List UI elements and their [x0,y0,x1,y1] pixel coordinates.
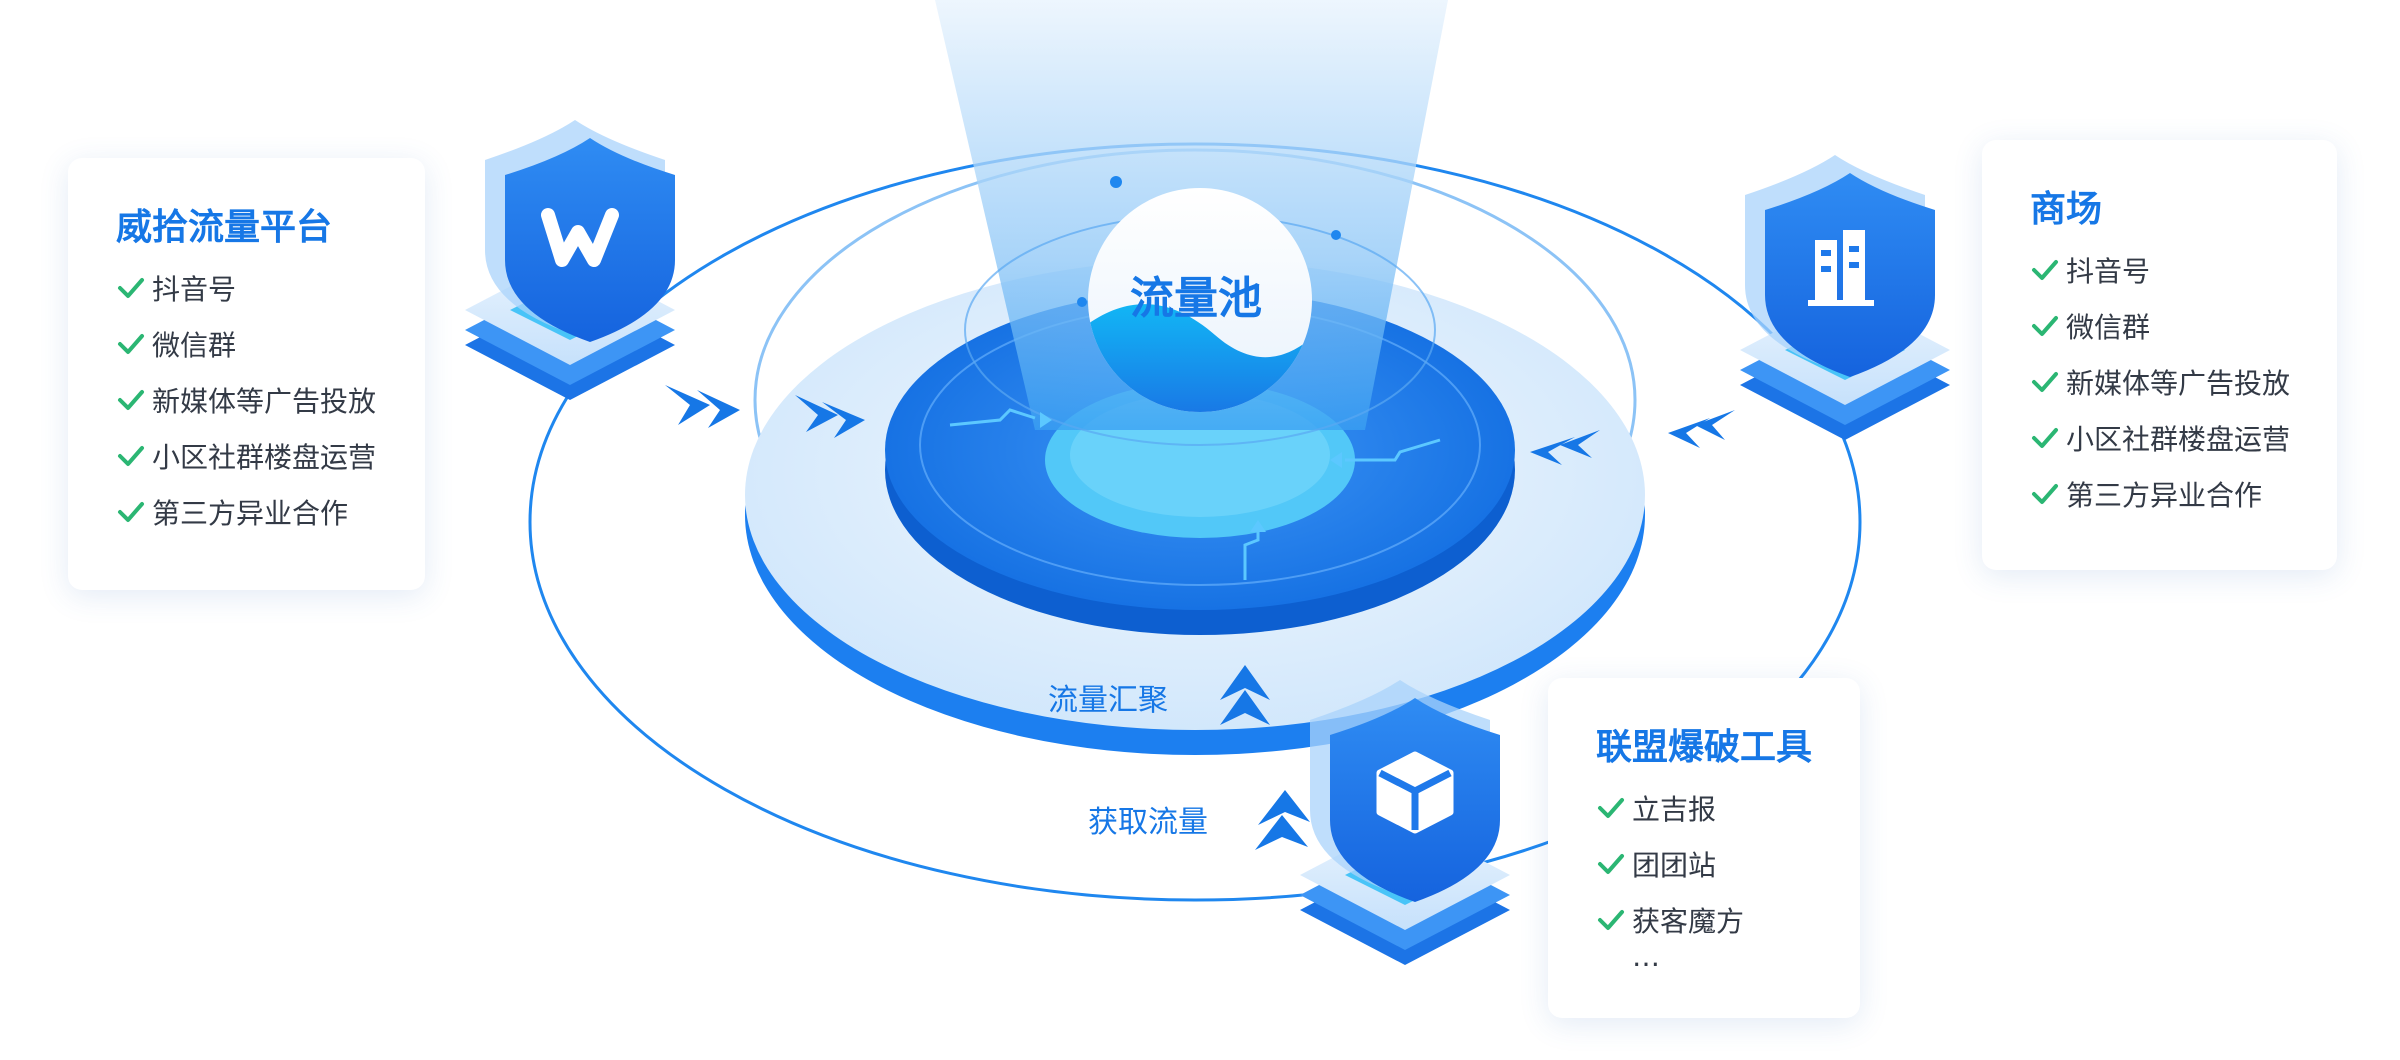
inflow-arrows [949,408,1441,580]
list-item: 团团站 [1596,836,1744,892]
pool-title: 流量池 [1130,273,1262,324]
card-weishi-title: 威拾流量平台 [116,207,333,248]
list-item: 抖音号 [116,260,376,316]
sparkle-dot [1331,230,1341,240]
card-alliance-list: 立吉报 团团站 获客魔方 [1596,780,1744,948]
w-logo-icon [541,208,619,267]
check-icon [2032,372,2058,392]
building-icon [1808,230,1874,306]
list-item: 新媒体等广告投放 [2030,354,2290,410]
list-item: 微信群 [116,316,376,372]
alliance-node [1300,680,1510,965]
check-icon [1598,798,1624,818]
list-item: 第三方异业合作 [2030,466,2290,522]
cube-icon [1376,751,1454,834]
sparkle-dot [1077,297,1087,307]
check-icon [2032,260,2058,280]
check-icon [118,446,144,466]
list-item: 获客魔方 [1596,892,1744,948]
check-icon [1598,910,1624,930]
card-alliance: 联盟爆破工具 立吉报 团团站 获客魔方 … [1548,678,1860,1018]
chevron-arrows [665,385,1735,850]
flow-label-acquire: 获取流量 [1088,805,1208,840]
sparkle-dot [1110,176,1122,188]
list-item: 微信群 [2030,298,2290,354]
check-icon [1598,854,1624,874]
mall-node [1740,155,1950,440]
list-item: 立吉报 [1596,780,1744,836]
check-icon [2032,316,2058,336]
card-mall-title: 商场 [2030,189,2103,230]
check-icon [118,278,144,298]
card-mall-list: 抖音号 微信群 新媒体等广告投放 小区社群楼盘运营 第三方异业合作 [2030,242,2290,522]
check-icon [2032,484,2058,504]
check-icon [2032,428,2058,448]
list-item: 新媒体等广告投放 [116,372,376,428]
flow-label-gather: 流量汇聚 [1048,683,1168,718]
check-icon [118,502,144,522]
card-mall: 商场 抖音号 微信群 新媒体等广告投放 小区社群楼盘运营 第三方异业合作 [1982,140,2337,570]
card-weishi: 威拾流量平台 抖音号 微信群 新媒体等广告投放 小区社群楼盘运营 第三方异业合作 [68,158,425,590]
check-icon [118,334,144,354]
card-alliance-title: 联盟爆破工具 [1596,727,1813,768]
list-item: 小区社群楼盘运营 [116,428,376,484]
card-weishi-list: 抖音号 微信群 新媒体等广告投放 小区社群楼盘运营 第三方异业合作 [116,260,376,540]
more-ellipsis: … [1632,940,1660,973]
list-item: 第三方异业合作 [116,484,376,540]
list-item: 抖音号 [2030,242,2290,298]
list-item: 小区社群楼盘运营 [2030,410,2290,466]
check-icon [118,390,144,410]
weishi-node [465,120,675,400]
